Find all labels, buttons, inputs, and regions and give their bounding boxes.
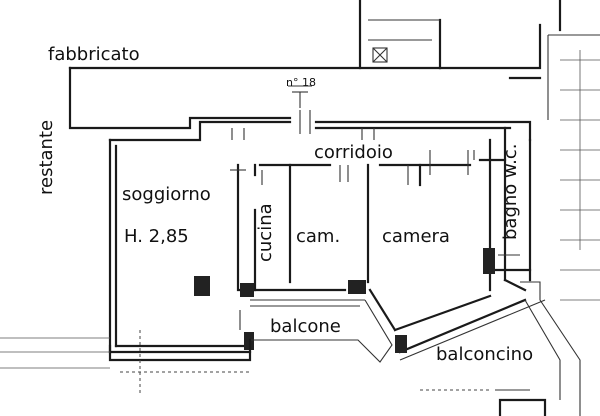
door-markers bbox=[230, 110, 520, 256]
upper-building-outline bbox=[68, 0, 600, 130]
label-fabbricato: fabbricato bbox=[48, 44, 140, 65]
apartment-walls bbox=[108, 120, 532, 354]
surrounding-hatching bbox=[0, 50, 600, 395]
balconcino-outline bbox=[399, 281, 581, 416]
label-balcone: balcone bbox=[270, 316, 341, 337]
label-balconcino: balconcino bbox=[436, 344, 533, 365]
label-n-number: n° 18 bbox=[286, 76, 316, 89]
shaft-box bbox=[372, 47, 388, 63]
label-soggiorno: soggiorno bbox=[122, 184, 211, 205]
label-corridoio: corridoio bbox=[314, 142, 393, 163]
label-bagno: bagno w.c. bbox=[500, 144, 521, 240]
balcone-outline bbox=[108, 299, 393, 363]
label-restante: restante bbox=[36, 120, 57, 195]
interior-partitions bbox=[236, 138, 532, 354]
label-height: H. 2,85 bbox=[124, 226, 189, 247]
entrance-marker bbox=[288, 85, 312, 108]
label-camera: camera bbox=[382, 226, 450, 247]
label-cam: cam. bbox=[296, 226, 340, 247]
label-cucina: cucina bbox=[255, 203, 276, 262]
